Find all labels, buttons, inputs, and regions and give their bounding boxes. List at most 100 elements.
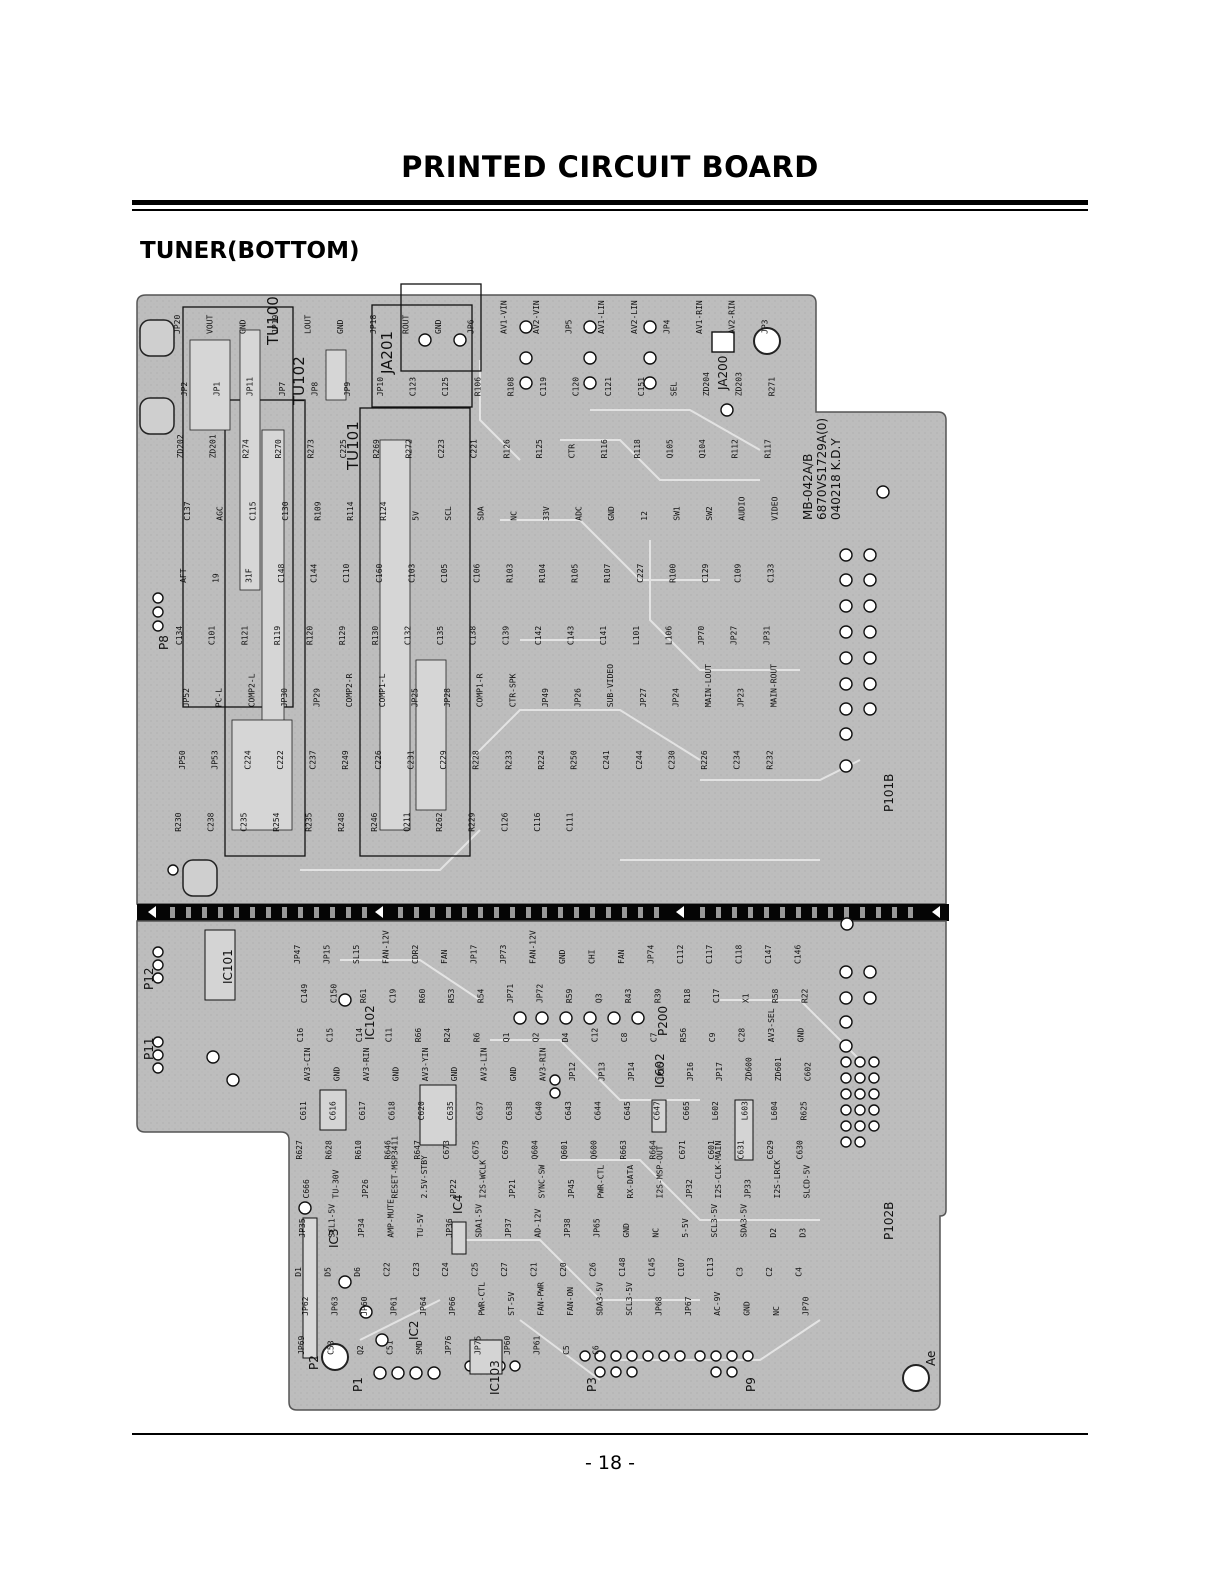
silkscreen-label: R104 [538, 563, 547, 582]
silkscreen-label: GND [238, 319, 247, 334]
silkscreen-label: JP18 [369, 315, 378, 334]
silkscreen-label: VIDEO [770, 496, 779, 520]
silkscreen-label: C9 [708, 1032, 717, 1042]
silkscreen-label: JP9 [343, 382, 352, 397]
silkscreen-label: ZD201 [209, 434, 218, 458]
silkscreen-label: FAN-12V [381, 930, 390, 964]
label-p11: P11 [142, 1037, 156, 1060]
model-line-2: 6870VS1729A(0) [815, 418, 829, 520]
silkscreen-label: JP27 [730, 626, 739, 645]
silkscreen-label: C17 [712, 988, 721, 1003]
silkscreen-label: D5 [323, 1267, 332, 1277]
silkscreen-label: ZD202 [176, 434, 185, 458]
silkscreen-label: R59 [565, 988, 574, 1003]
silkscreen-label: Q3 [594, 993, 603, 1003]
silkscreen-label: JP53 [211, 750, 220, 769]
silkscreen-label: AGC [216, 506, 225, 521]
silkscreen-label: L604 [770, 1101, 779, 1120]
page-title: PRINTED CIRCUIT BOARD [401, 150, 819, 184]
silkscreen-label: R233 [504, 750, 513, 769]
silkscreen-label: MAIN-LOUT [704, 664, 713, 708]
silkscreen-label: C110 [342, 563, 351, 582]
silkscreen-label: JP17 [715, 1062, 724, 1081]
silkscreen-label: GND [743, 1301, 752, 1316]
silkscreen-label: JP30 [280, 688, 289, 707]
silkscreen-label: C12 [590, 1028, 599, 1043]
silkscreen-label: C138 [469, 626, 478, 645]
silkscreen-label: C130 [281, 501, 290, 520]
silkscreen-label: R271 [767, 377, 776, 396]
silkscreen-label: C671 [678, 1140, 687, 1159]
silkscreen-label: AV1-RIN [695, 300, 704, 334]
silkscreen-label: PWR-CTL [478, 1282, 487, 1316]
silkscreen-label: AV3-LIN [480, 1047, 489, 1081]
silkscreen-label: AV2-LIN [630, 300, 639, 334]
label-ic4: IC4 [451, 1194, 465, 1214]
silkscreen-label: C647 [652, 1101, 661, 1120]
silkscreen-label: VOUT [206, 315, 215, 334]
silkscreen-label: R628 [324, 1140, 333, 1159]
silkscreen-label: C644 [593, 1101, 602, 1120]
silkscreen-label: C11 [384, 1028, 393, 1043]
label-p2: P2 [307, 1355, 321, 1370]
silkscreen-label: JP76 [444, 1335, 453, 1354]
silkscreen-label: C601 [707, 1140, 716, 1159]
model-line-3: 040218 K.D.Y [829, 438, 843, 520]
silkscreen-label: C225 [339, 439, 348, 458]
silkscreen-label: AMP-MUTE [386, 1199, 395, 1238]
silkscreen-label: R249 [341, 750, 350, 769]
silkscreen-label: JP47 [293, 945, 302, 964]
section-title: TUNER(BOTTOM) [140, 238, 360, 264]
label-ja200: JA200 [716, 356, 730, 391]
silkscreen-label: R663 [619, 1140, 628, 1159]
silkscreen-label: R18 [683, 988, 692, 1003]
tuner-outlines [182, 283, 482, 857]
silkscreen-label: C27 [500, 1262, 509, 1277]
silkscreen-label: AV3-CIN [303, 1047, 312, 1081]
silkscreen-label: C3 [736, 1267, 745, 1277]
silkscreen-label: 2.5V-STBY [420, 1155, 429, 1199]
silkscreen-label: D6 [353, 1267, 362, 1277]
silkscreen-label: GND [797, 1028, 806, 1043]
silkscreen-label: JP5 [565, 319, 574, 334]
silkscreen-label: C120 [572, 377, 581, 396]
silkscreen-label: GND [336, 319, 345, 334]
silkscreen-label: C224 [243, 750, 252, 769]
lower-right-pins [839, 917, 880, 1148]
silkscreen-label: R125 [535, 439, 544, 458]
silkscreen-label: Q600 [589, 1140, 598, 1159]
silkscreen-label: R226 [700, 750, 709, 769]
silkscreen-label: CTR-SPK [508, 673, 517, 707]
silkscreen-label: C151 [637, 377, 646, 396]
silkscreen-label: C53 [326, 1340, 335, 1355]
silkscreen-label: SEL [670, 382, 679, 397]
silkscreen-label: AV3-YIN [421, 1047, 430, 1081]
silkscreen-label: AV1-LIN [597, 300, 606, 334]
silkscreen-label: Q601 [560, 1140, 569, 1159]
silkscreen-label: GND [434, 319, 443, 334]
silkscreen-label: R250 [570, 750, 579, 769]
silkscreen-label: R24 [443, 1028, 452, 1043]
silkscreen-label: C22 [382, 1262, 391, 1277]
silkscreen-label: C142 [534, 626, 543, 645]
silkscreen-label: C106 [473, 563, 482, 582]
silkscreen-label: C221 [470, 439, 479, 458]
silkscreen-label: ROUT [401, 315, 410, 334]
silkscreen-label: AC-9V [713, 1292, 722, 1316]
silkscreen-label: JP27 [639, 688, 648, 707]
silkscreen-label: C5 [562, 1345, 571, 1355]
silkscreen-label: C25 [471, 1262, 480, 1277]
silkscreen-label: SCL1-5V [327, 1204, 336, 1238]
silkscreen-label: SDA [477, 506, 486, 521]
silkscreen-label: ST-5V [507, 1292, 516, 1316]
silkscreen-label: AV3-SEL [767, 1008, 776, 1042]
mounting-holes [321, 327, 930, 1392]
silkscreen-label: C226 [374, 750, 383, 769]
silkscreen-label: C2 [765, 1267, 774, 1277]
silkscreen-label: R105 [571, 563, 580, 582]
silkscreen-label: ZD204 [702, 372, 711, 396]
silkscreen-label: COMP2-R [345, 673, 354, 707]
footer-rule [132, 1433, 1088, 1435]
silkscreen-label: C28 [738, 1028, 747, 1043]
